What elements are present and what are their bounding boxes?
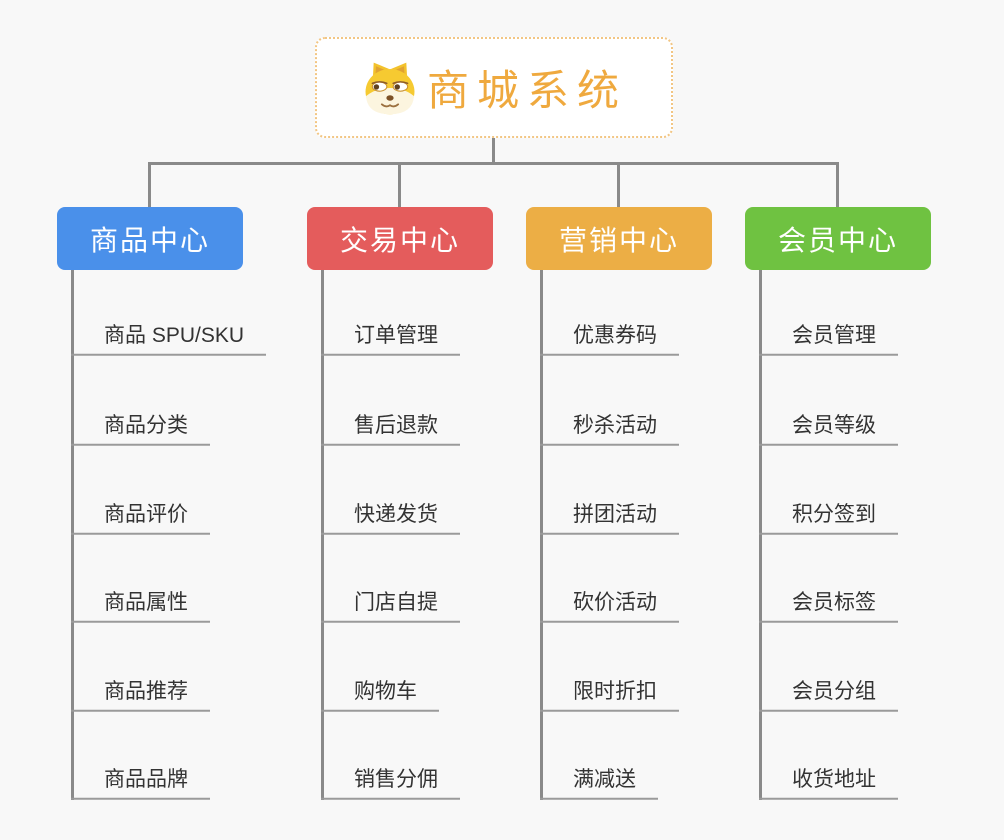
child-node[interactable]: 会员分组 (759, 679, 898, 712)
branch-trunk-line (759, 270, 762, 800)
child-node[interactable]: 积分签到 (759, 502, 898, 535)
root-node[interactable]: 商城系统 (315, 37, 673, 138)
doge-icon (361, 59, 419, 117)
branch-node-marketing-center[interactable]: 营销中心 (526, 207, 712, 270)
child-node[interactable]: 拼团活动 (540, 502, 679, 535)
child-node[interactable]: 商品推荐 (71, 679, 210, 712)
child-node[interactable]: 订单管理 (321, 323, 460, 356)
child-node[interactable]: 商品品牌 (71, 767, 210, 800)
child-node[interactable]: 砍价活动 (540, 590, 679, 623)
child-node[interactable]: 会员管理 (759, 323, 898, 356)
child-node[interactable]: 商品分类 (71, 413, 210, 446)
branch-trunk-line (321, 270, 324, 800)
child-node[interactable]: 满减送 (540, 767, 658, 800)
child-node[interactable]: 门店自提 (321, 590, 460, 623)
branch-trunk-line (540, 270, 543, 800)
child-node[interactable]: 售后退款 (321, 413, 460, 446)
branch-node-trade-center[interactable]: 交易中心 (307, 207, 493, 270)
connector-drop (148, 162, 151, 207)
child-node[interactable]: 快递发货 (321, 502, 460, 535)
root-title: 商城系统 (426, 67, 627, 114)
branch-trunk-line (71, 270, 74, 800)
child-node[interactable]: 会员标签 (759, 590, 898, 623)
connector-drop (836, 162, 839, 207)
child-node[interactable]: 收货地址 (759, 767, 898, 800)
branch-node-product-center[interactable]: 商品中心 (57, 207, 243, 270)
connector-drop (617, 162, 620, 207)
child-node[interactable]: 会员等级 (759, 413, 898, 446)
child-node[interactable]: 商品评价 (71, 502, 210, 535)
child-node[interactable]: 商品 SPU/SKU (71, 323, 267, 356)
branch-node-member-center[interactable]: 会员中心 (745, 207, 931, 270)
connector-drop (398, 162, 401, 207)
child-node[interactable]: 购物车 (321, 679, 439, 712)
child-node[interactable]: 优惠券码 (540, 323, 679, 356)
child-node[interactable]: 限时折扣 (540, 679, 679, 712)
child-node[interactable]: 商品属性 (71, 590, 210, 623)
child-node[interactable]: 秒杀活动 (540, 413, 679, 446)
connector-rail (148, 162, 839, 165)
child-node[interactable]: 销售分佣 (321, 767, 460, 800)
connector-stem (492, 138, 495, 165)
